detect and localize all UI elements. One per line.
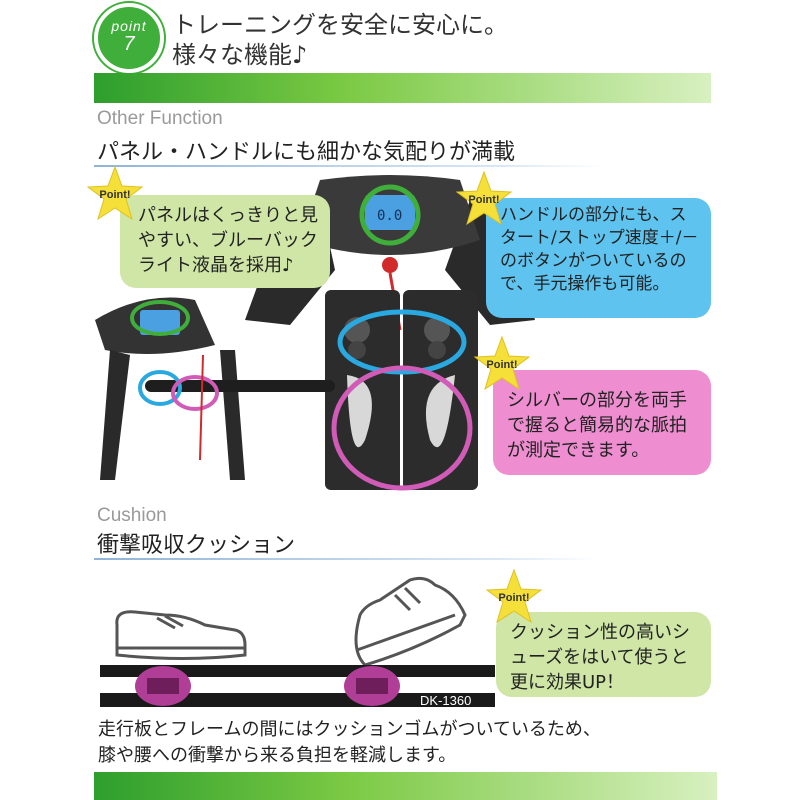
handle-closeup	[325, 290, 478, 491]
cushion-description-line2: 膝や腰への衝撃から来る負担を軽減します。	[98, 745, 457, 766]
callout-panel: パネルはくっきりと見やすい、ブルーバックライト液晶を採用♪	[120, 195, 330, 288]
callout-silver: シルバーの部分を両手で握ると簡易的な脈拍が測定できます。	[493, 370, 711, 475]
frame-bar	[100, 693, 495, 707]
point-star-icon: Point!	[473, 335, 531, 391]
point-star-icon: Point!	[455, 170, 513, 226]
point-star-icon: Point!	[86, 165, 144, 221]
section-cushion-jp: 衝撃吸収クッション	[97, 533, 296, 558]
section1-underline	[94, 165, 604, 167]
cushion-illustration	[100, 576, 495, 707]
cushion-description-line1: 走行板とフレームの間にはクッションゴムがついているため、	[98, 719, 601, 740]
shoe-left-icon	[115, 610, 247, 660]
page-title-line2: 様々な機能♪	[172, 41, 308, 69]
header-green-band	[94, 73, 711, 103]
treadmill-illustration: 0.0	[95, 175, 535, 491]
svg-text:0.0: 0.0	[377, 208, 402, 224]
callout-handle: ハンドルの部分にも、スタート/ストップ速度＋/－のボタンがついているので、手元操…	[486, 198, 711, 318]
footer-green-band	[94, 772, 717, 800]
section-other-function-en: Other Function	[97, 108, 223, 129]
point-badge: point 7	[94, 3, 164, 73]
point-star-label: Point!	[498, 592, 529, 604]
point-star-label: Point!	[468, 194, 499, 206]
point-star-label: Point!	[486, 359, 517, 371]
page-title-line1: トレーニングを安全に安心に。	[172, 11, 508, 39]
point-star-label: Point!	[99, 189, 130, 201]
point-badge-number: 7	[123, 33, 135, 55]
page-title: トレーニングを安全に安心に。 様々な機能♪	[172, 10, 508, 70]
shoe-right-icon	[354, 576, 467, 667]
model-label: DK-1360	[420, 693, 472, 708]
callout-cushion-shoes: クッション性の高いシューズをはいて使うと更に効果UP！	[496, 612, 711, 697]
section-cushion-en: Cushion	[97, 505, 167, 526]
section2-underline	[94, 558, 599, 560]
section-other-function-jp: パネル・ハンドルにも細かな気配りが満載	[97, 140, 516, 165]
point-badge-word: point	[111, 18, 147, 34]
cushion-description: 走行板とフレームの間にはクッションゴムがついているため、 膝や腰への衝撃から来る…	[98, 717, 601, 769]
treadmill-full	[95, 297, 335, 480]
point-star-icon: Point!	[485, 568, 543, 624]
running-deck	[100, 665, 495, 677]
